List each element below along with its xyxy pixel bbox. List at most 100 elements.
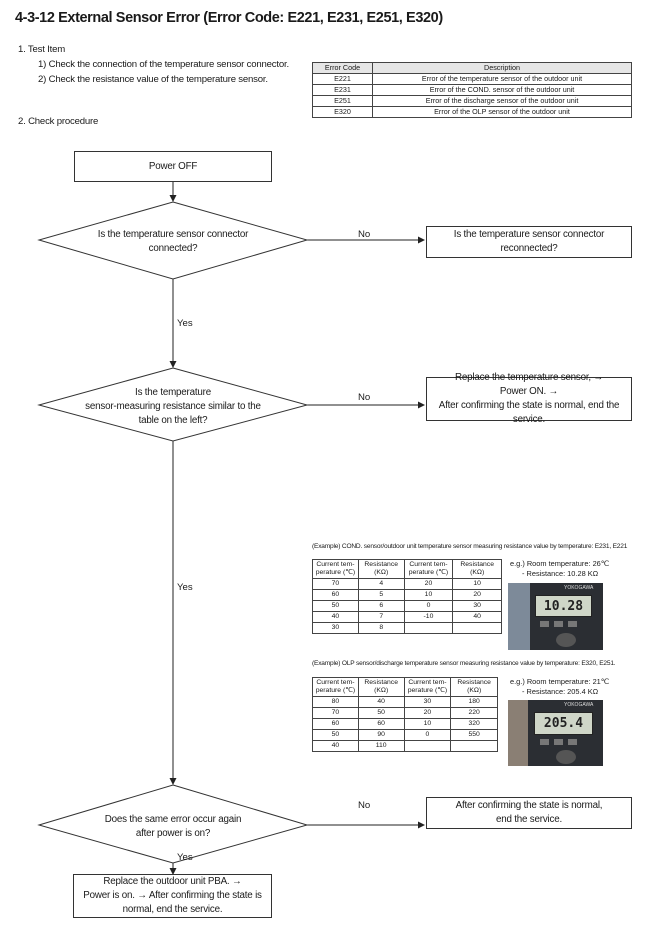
question-line: sensor-measuring resistance similar to t… xyxy=(85,401,261,412)
resistance-cell: 4 xyxy=(357,578,405,590)
temperature-cell: 40 xyxy=(312,611,359,623)
temperature-cell: 50 xyxy=(312,600,359,612)
meter-display: 205.4 xyxy=(534,712,593,735)
question-line: Does the same error occur again xyxy=(104,814,242,825)
question-error-again-text: Does the same error occur again after po… xyxy=(60,813,286,841)
temperature-cell: 40 xyxy=(312,740,359,752)
header-text: Resistance xyxy=(364,561,399,568)
header-text: Current tem- xyxy=(316,561,355,568)
error-code-table: Error Code Description E221 Error of the… xyxy=(312,62,632,118)
question-line: table on the left? xyxy=(138,415,208,426)
question-line: Is the temperature sensor connector xyxy=(97,229,249,240)
resistance-cell: 50 xyxy=(357,707,405,719)
temperature-cell: 0 xyxy=(403,729,452,741)
table-header-row: Current tem-perature (℃) Resistance(KΩ) … xyxy=(312,677,498,697)
section-check-procedure-heading: 2. Check procedure xyxy=(18,116,99,127)
table-row: 80 40 30 180 xyxy=(312,696,498,708)
table-row: 40 7 -10 40 xyxy=(312,611,502,623)
test-item-2: 2) Check the resistance value of the tem… xyxy=(38,74,268,85)
header-text: (KΩ) xyxy=(467,687,482,694)
temperature-cell: 20 xyxy=(403,578,454,590)
header-text: perature (℃) xyxy=(315,569,356,576)
resistance-cell: 30 xyxy=(452,600,502,612)
sensor-connector xyxy=(508,583,530,650)
meter-button xyxy=(568,621,577,627)
resistance-cell: 60 xyxy=(357,718,405,730)
example2-note: e.g.) Room temperature: 21℃ - Resistance… xyxy=(510,677,609,697)
meter-button xyxy=(540,739,549,745)
sensor-connector xyxy=(508,700,528,766)
table-row: 60 60 10 320 xyxy=(312,718,498,730)
header-text: perature (℃) xyxy=(407,687,448,694)
temperature-cell: 70 xyxy=(312,707,359,719)
meter-reading: 10.28 xyxy=(543,598,584,614)
resistance-cell: 40 xyxy=(357,696,405,708)
table-row: E320 Error of the OLP sensor of the outd… xyxy=(312,106,632,118)
example1-caption: (Example) COND. sensor/outdoor unit temp… xyxy=(312,543,628,550)
example1-note: e.g.) Room temperature: 26℃ - Resistance… xyxy=(510,559,609,579)
header-text: Current tem- xyxy=(316,679,355,686)
resistance-cell: 20 xyxy=(452,589,502,601)
meter-button xyxy=(554,621,563,627)
table-header-row: Error Code Description xyxy=(312,62,632,74)
label-no: No xyxy=(358,229,371,240)
process-power-off: Power OFF xyxy=(74,151,272,182)
temperature-cell: 10 xyxy=(403,718,452,730)
resistance-cell: 7 xyxy=(357,611,405,623)
process-replace-pba: Replace the outdoor unit PBA. → Power is… xyxy=(73,874,272,918)
header-temperature: Current tem-perature (℃) xyxy=(403,559,454,579)
resistance-cell: 90 xyxy=(357,729,405,741)
table-row: 60 5 10 20 xyxy=(312,589,502,601)
result-line: reconnected? xyxy=(500,243,558,254)
question-line: connected? xyxy=(148,243,198,254)
decision-diamond-error-again xyxy=(37,784,309,864)
question-resistance-text: Is the temperature sensor-measuring resi… xyxy=(60,386,286,428)
meter-button xyxy=(554,739,563,745)
resistance-cell: 5 xyxy=(357,589,405,601)
resistance-cell: 550 xyxy=(450,729,498,741)
meter-dial xyxy=(556,750,576,764)
label-no: No xyxy=(358,800,371,811)
result-line: After confirming the state is normal, xyxy=(455,800,603,811)
header-resistance: Resistance(KΩ) xyxy=(357,559,405,579)
table-row: 30 8 xyxy=(312,622,502,634)
question-connector-text: Is the temperature sensor connector conn… xyxy=(60,228,286,256)
decision-diamond-resistance xyxy=(37,367,309,442)
header-temperature: Current tem-perature (℃) xyxy=(403,677,452,697)
resistance-cell: 110 xyxy=(357,740,405,752)
header-temperature: Current tem-perature (℃) xyxy=(312,559,359,579)
question-line: after power is on? xyxy=(135,828,211,839)
resistance-cell: 180 xyxy=(450,696,498,708)
temperature-cell: 70 xyxy=(312,578,359,590)
resistance-cell: 320 xyxy=(450,718,498,730)
result-line: Replace the temperature sensor, → xyxy=(454,372,604,383)
table-row: 70 4 20 10 xyxy=(312,578,502,590)
decision-diamond-connector xyxy=(37,201,309,280)
header-text: perature (℃) xyxy=(408,569,449,576)
header-text: Resistance xyxy=(457,679,491,686)
header-resistance: Resistance(KΩ) xyxy=(450,677,498,697)
process-line: Replace the outdoor unit PBA. → xyxy=(103,876,242,887)
temperature-cell: 20 xyxy=(403,707,452,719)
result-line: end the service. xyxy=(496,814,562,825)
table-header-row: Current tem-perature (℃) Resistance(KΩ) … xyxy=(312,559,502,579)
example2-resistance-table: Current tem-perature (℃) Resistance(KΩ) … xyxy=(312,677,498,752)
result-line: Power ON. → xyxy=(499,386,559,397)
temperature-cell xyxy=(403,740,452,752)
label-no: No xyxy=(358,392,371,403)
resistance-cell: 40 xyxy=(452,611,502,623)
header-text: (KΩ) xyxy=(470,569,485,576)
description-cell: Error of the OLP sensor of the outdoor u… xyxy=(372,106,632,118)
table-row: 50 90 0 550 xyxy=(312,729,498,741)
temperature-cell: 0 xyxy=(403,600,454,612)
meter-button xyxy=(568,739,577,745)
meter-dial xyxy=(556,633,576,647)
temperature-cell xyxy=(403,622,454,634)
table-row: 70 50 20 220 xyxy=(312,707,498,719)
result-end-service: After confirming the state is normal, en… xyxy=(426,797,632,829)
result-line: Is the temperature sensor connector xyxy=(453,229,605,240)
header-resistance: Resistance(KΩ) xyxy=(357,677,405,697)
label-yes: Yes xyxy=(177,318,193,329)
result-connector-reconnected: Is the temperature sensor connector reco… xyxy=(426,226,632,258)
